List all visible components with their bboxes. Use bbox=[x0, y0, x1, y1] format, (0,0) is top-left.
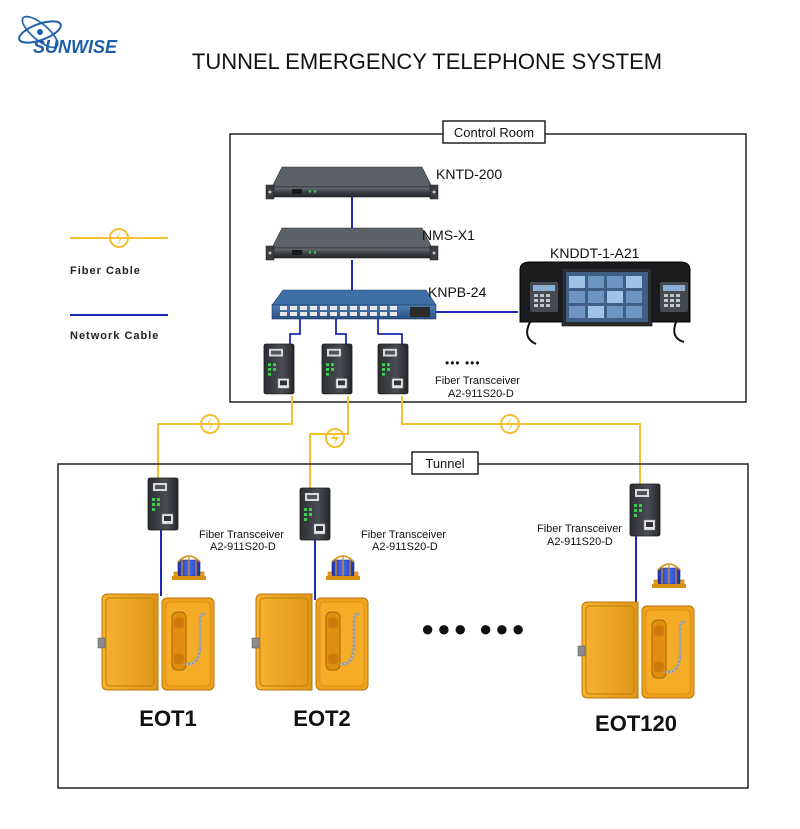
tunnel-box bbox=[57, 463, 749, 789]
link-switch-tx2 bbox=[335, 319, 347, 346]
switch-port bbox=[280, 312, 287, 316]
switch-port bbox=[390, 312, 397, 316]
switch-port bbox=[300, 312, 307, 316]
console-screen-tile bbox=[626, 291, 642, 303]
switch-port bbox=[280, 306, 287, 310]
link-switch-tx3 bbox=[377, 319, 403, 346]
console-screen-tile bbox=[569, 276, 585, 288]
fiber-cables bbox=[157, 396, 641, 488]
tunnel-transceiver-1 bbox=[147, 477, 179, 531]
switch-port bbox=[360, 306, 367, 310]
sunwise-logo: SUNWISE bbox=[18, 15, 118, 57]
control-transceiver-name: Fiber Transceiver bbox=[435, 375, 520, 387]
fiber-bolt-icon-2 bbox=[325, 428, 345, 448]
phone-label-eot1: EOT1 bbox=[139, 706, 196, 731]
switch-port bbox=[360, 312, 367, 316]
control-room-label: Control Room bbox=[454, 125, 534, 140]
tunnel-ellipsis: ●●● ●●● bbox=[421, 616, 528, 641]
nms-label: NMS-X1 bbox=[422, 227, 475, 243]
knpb-label: KNPB-24 bbox=[428, 284, 487, 300]
switch-port bbox=[320, 312, 327, 316]
tunnel-tx1-model: A2-911S20-D bbox=[210, 541, 276, 553]
tunnel-tx2-model: A2-911S20-D bbox=[372, 541, 438, 553]
control-room-label-box bbox=[442, 120, 546, 144]
switch-port bbox=[370, 306, 377, 310]
emergency-phone-eot1 bbox=[96, 554, 216, 692]
switch-port bbox=[290, 312, 297, 316]
emergency-phone-eot2 bbox=[250, 554, 370, 692]
control-transceiver-model: A2-911S20-D bbox=[448, 388, 514, 400]
switch-port bbox=[330, 312, 337, 316]
knddt-label: KNDDT-1-A21 bbox=[550, 245, 640, 261]
console-screen-tile bbox=[588, 306, 604, 318]
switch-port bbox=[300, 306, 307, 310]
control-transceiver-1 bbox=[263, 343, 295, 395]
switch-port bbox=[330, 306, 337, 310]
switch-port bbox=[290, 306, 297, 310]
legend: Fiber Cable Network Cable bbox=[70, 228, 168, 342]
console-screen-tile bbox=[626, 306, 642, 318]
console-screen-tile bbox=[607, 306, 623, 318]
switch-port bbox=[380, 306, 387, 310]
switch-port bbox=[320, 306, 327, 310]
legend-network-label: Network Cable bbox=[70, 330, 159, 342]
page-title: TUNNEL EMERGENCY TELEPHONE SYSTEM bbox=[192, 49, 662, 74]
console-screen-tile bbox=[626, 276, 642, 288]
switch-port bbox=[310, 312, 317, 316]
switch-port bbox=[310, 306, 317, 310]
knddt-console bbox=[519, 261, 691, 345]
kntd-label: KNTD-200 bbox=[436, 166, 502, 182]
logo-text: SUNWISE bbox=[33, 37, 118, 57]
legend-fiber-label: Fiber Cable bbox=[70, 265, 141, 277]
console-screen-tile bbox=[607, 276, 623, 288]
logo-swoosh-icon bbox=[18, 15, 62, 49]
kntd-200-device bbox=[265, 166, 439, 200]
tunnel-transceiver-3 bbox=[629, 483, 661, 537]
tunnel-label: Tunnel bbox=[425, 456, 464, 471]
console-screen-tile bbox=[588, 276, 604, 288]
console-screen-tile bbox=[588, 291, 604, 303]
tunnel-tx3-model: A2-911S20-D bbox=[547, 536, 613, 548]
tunnel-tx2-name: Fiber Transceiver bbox=[361, 529, 446, 541]
switch-port bbox=[350, 306, 357, 310]
switch-port bbox=[340, 312, 347, 316]
console-screen-tile bbox=[607, 291, 623, 303]
control-transceiver-3 bbox=[377, 343, 409, 395]
tunnel-tx3-name: Fiber Transceiver bbox=[537, 523, 622, 535]
link-switch-tx1 bbox=[289, 319, 301, 346]
switch-port bbox=[370, 312, 377, 316]
switch-port bbox=[340, 306, 347, 310]
console-screen-tile bbox=[569, 291, 585, 303]
control-ellipsis: ••• ••• bbox=[445, 356, 481, 370]
phone-label-eot120: EOT120 bbox=[595, 711, 677, 736]
knpb-24-switch bbox=[271, 289, 437, 320]
switch-port bbox=[390, 306, 397, 310]
control-transceiver-2 bbox=[321, 343, 353, 395]
switch-port bbox=[350, 312, 357, 316]
tunnel-transceiver-2 bbox=[299, 487, 331, 541]
tunnel-label-box bbox=[411, 451, 479, 475]
console-screen-tile bbox=[569, 306, 585, 318]
phone-label-eot2: EOT2 bbox=[293, 706, 350, 731]
switch-port bbox=[380, 312, 387, 316]
tunnel-tx1-name: Fiber Transceiver bbox=[199, 529, 284, 541]
nms-x1-device bbox=[265, 227, 439, 261]
